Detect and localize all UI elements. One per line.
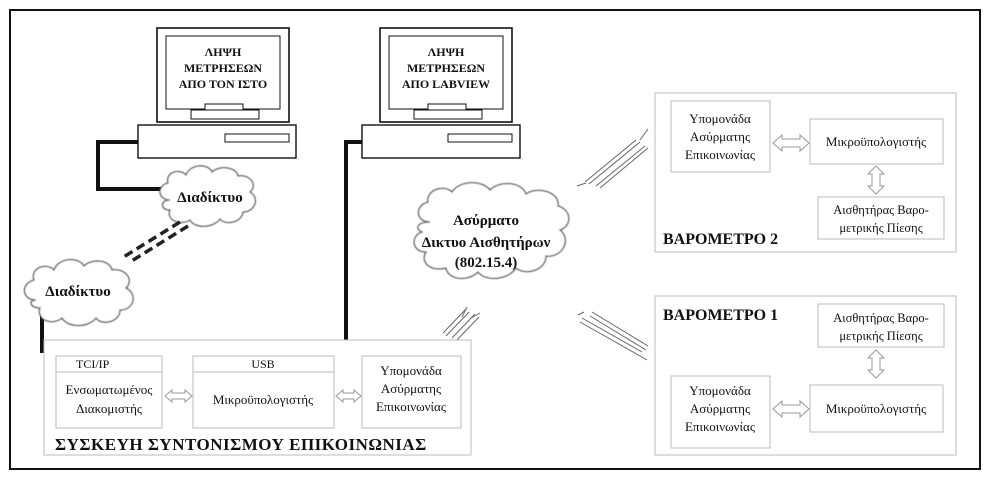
usb-label: USB xyxy=(251,357,274,371)
internet-link xyxy=(121,220,189,264)
coordinator-mcu-label: Μικροϋπολογιστής xyxy=(213,392,314,407)
barometer2-wireless-line1: Υπομονάδα xyxy=(689,111,751,126)
server-box xyxy=(55,355,163,429)
barometer1-wireless-box xyxy=(670,375,771,449)
coordinator-title: ΣΥΣΚΕΥΗ ΣΥΝΤΟΝΙΣΜΟΥ ΕΠΙΚΟΙΝΩΝΙΑΣ xyxy=(55,435,427,454)
pc-web-line2: ΜΕΤΡΗΣΕΩΝ xyxy=(184,61,262,75)
barometer1-sensor-line2: μετρικής Πίεσης xyxy=(839,329,922,343)
wireless-signal-barometer1 xyxy=(577,311,649,361)
arrow-barometer1-wireless-mcu xyxy=(772,399,810,419)
barometer2-wireless-box xyxy=(670,100,771,173)
diagram-border xyxy=(9,9,981,470)
barometer1-sensor-box xyxy=(817,303,945,348)
coordinator-wireless-line1: Υπομονάδα xyxy=(380,363,442,378)
pc-labview-line2: ΜΕΤΡΗΣΕΩΝ xyxy=(407,61,485,75)
server-line2: Διακομιστής xyxy=(76,401,143,416)
coordinator-wireless-line3: Επικοινωνίας xyxy=(376,399,447,414)
barometer2-sensor-line1: Αισθητήρας Βαρο- xyxy=(833,203,929,217)
barometer-2: Υπομονάδα Ασύρματης Επικοινωνίας Μικροϋπ… xyxy=(654,92,957,253)
cable-usb-labview xyxy=(332,140,362,360)
stand-labview xyxy=(413,109,483,120)
cloud-wsn: Ασύρματο Δικτυο Αισθητήρων (802.15.4) xyxy=(413,182,570,279)
stand-web xyxy=(190,109,260,120)
drive-slot-web xyxy=(224,133,290,143)
barometer2-mcu-label: Μικροϋπολογιστής xyxy=(826,134,927,149)
barometer1-title: ΒΑΡΟΜΕΤΡΟ 1 xyxy=(663,307,778,324)
barometer1-wireless-line2: Ασύρματης xyxy=(690,401,751,416)
arrow-barometer1-sensor-mcu xyxy=(866,349,886,379)
computer-labview: ΛΗΨΗ ΜΕΤΡΗΣΕΩΝ ΑΠΟ LABVIEW xyxy=(361,27,521,159)
barometer1-sensor-line1: Αισθητήρας Βαρο- xyxy=(833,311,929,325)
server-line1: Ενσωματωμένος xyxy=(66,382,154,397)
wsn-line3: (802.15.4) xyxy=(455,255,518,271)
wireless-signal-coordinator xyxy=(442,306,481,342)
barometer1-mcu-box xyxy=(809,384,944,433)
barometer2-sensor-box xyxy=(817,196,945,240)
drive-slot-labview xyxy=(447,133,513,143)
arrow-mcu-wireless xyxy=(335,388,362,404)
barometer2-mcu-box xyxy=(809,118,944,165)
barometer2-wireless-line2: Ασύρματης xyxy=(690,129,751,144)
pc-labview-line3: ΑΠΟ LABVIEW xyxy=(402,77,490,91)
barometer1-wireless-line3: Επικοινωνίας xyxy=(685,419,756,434)
computer-web: ΛΗΨΗ ΜΕΤΡΗΣΕΩΝ ΑΠΟ ΤΟΝ ΙΣΤΟ xyxy=(137,27,297,159)
barometer-1: ΒΑΡΟΜΕΤΡΟ 1 Αισθητήρας Βαρο- μετρικής Πί… xyxy=(654,295,957,456)
tcpip-label: TCI/IP xyxy=(76,357,110,371)
pc-labview-line1: ΛΗΨΗ xyxy=(428,45,465,59)
barometer2-sensor-line2: μετρικής Πίεσης xyxy=(839,221,922,235)
pc-web-line1: ΛΗΨΗ xyxy=(205,45,242,59)
arrow-barometer2-mcu-sensor xyxy=(866,165,886,195)
coordinator-wireless-line2: Ασύρματης xyxy=(381,381,442,396)
cable-web-pc-internet xyxy=(96,140,168,191)
internet-upper-label: Διαδίκτυο xyxy=(177,190,242,206)
monitor-neck-labview xyxy=(427,103,467,111)
cloud-internet-upper: Διαδίκτυο xyxy=(159,165,256,227)
pc-web-line3: ΑΠΟ ΤΟΝ ΙΣΤΟ xyxy=(179,77,268,91)
barometer2-title: ΒΑΡΟΜΕΤΡΟ 2 xyxy=(663,231,778,248)
coordinator-mcu-box xyxy=(192,355,335,429)
barometer2-wireless-line3: Επικοινωνίας xyxy=(685,147,756,162)
wsn-line1: Ασύρματο xyxy=(453,213,519,229)
internet-lower-label: Διαδίκτυο xyxy=(45,284,110,300)
barometer1-wireless-line1: Υπομονάδα xyxy=(689,383,751,398)
arrow-barometer2-wireless-mcu xyxy=(772,133,810,153)
barometer1-mcu-label: Μικροϋπολογιστής xyxy=(826,401,927,416)
arrow-server-mcu xyxy=(164,388,193,404)
screen-web xyxy=(165,35,281,110)
wsn-line2: Δικτυο Αισθητήρων xyxy=(422,235,551,251)
wireless-signal-barometer2 xyxy=(576,128,649,189)
monitor-neck-web xyxy=(204,103,244,111)
coordinator-wireless-box xyxy=(361,355,462,429)
coordinator-device: TCI/IP Ενσωματωμένος Διακομιστής USB Μικ… xyxy=(43,339,472,456)
cloud-internet-lower: Διαδίκτυο xyxy=(23,259,134,327)
